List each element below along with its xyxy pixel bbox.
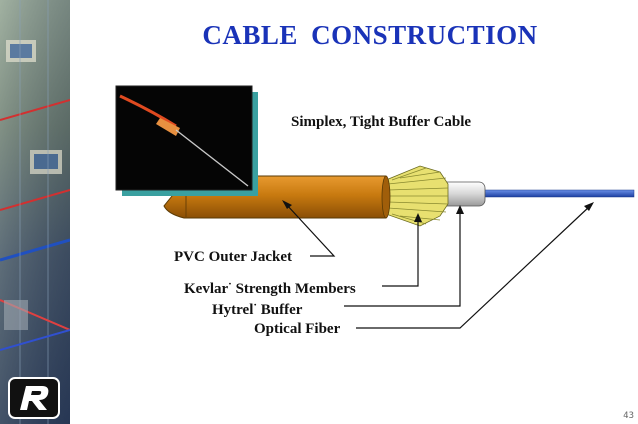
label-hytrel-rest: Buffer: [260, 302, 303, 318]
r-logo-icon: [8, 377, 60, 419]
cable-type-subtitle: Simplex, Tight Buffer Cable: [291, 114, 472, 130]
leader-fiber: [356, 205, 591, 329]
label-hytrel-buffer: Hytrel· Buffer: [212, 299, 302, 319]
label-kevlar-mark: ·: [228, 278, 232, 290]
kevlar-strength-members: [385, 165, 449, 227]
arrow-jacket: [282, 200, 292, 209]
leader-arrowheads: [282, 200, 594, 222]
label-pvc-outer-jacket: PVC Outer Jacket: [174, 249, 293, 265]
label-kevlar-strength-members: Kevlar· Strength Members: [184, 278, 356, 298]
fiber-photo-image: [115, 85, 258, 196]
leader-lines: [285, 203, 591, 329]
label-kevlar-name: Kevlar: [184, 281, 229, 297]
page-title: CABLE CONSTRUCTION: [202, 20, 538, 50]
page-number: 43: [623, 411, 634, 421]
label-optical-fiber: Optical Fiber: [254, 321, 341, 337]
network-collage-graphic: [0, 0, 70, 424]
arrow-kevlar: [414, 213, 422, 222]
arrow-hytrel: [456, 205, 464, 214]
label-hytrel-name: Hytrel: [212, 302, 254, 318]
arrow-fiber: [584, 202, 594, 211]
sidebar-collage-image: [0, 0, 70, 424]
label-hytrel-mark: ·: [253, 299, 258, 311]
leader-hytrel: [344, 212, 461, 307]
optical-fiber-core: [477, 189, 635, 198]
label-kevlar-rest: Strength Members: [235, 281, 356, 297]
leader-jacket: [285, 203, 336, 257]
leader-kevlar: [382, 220, 419, 287]
